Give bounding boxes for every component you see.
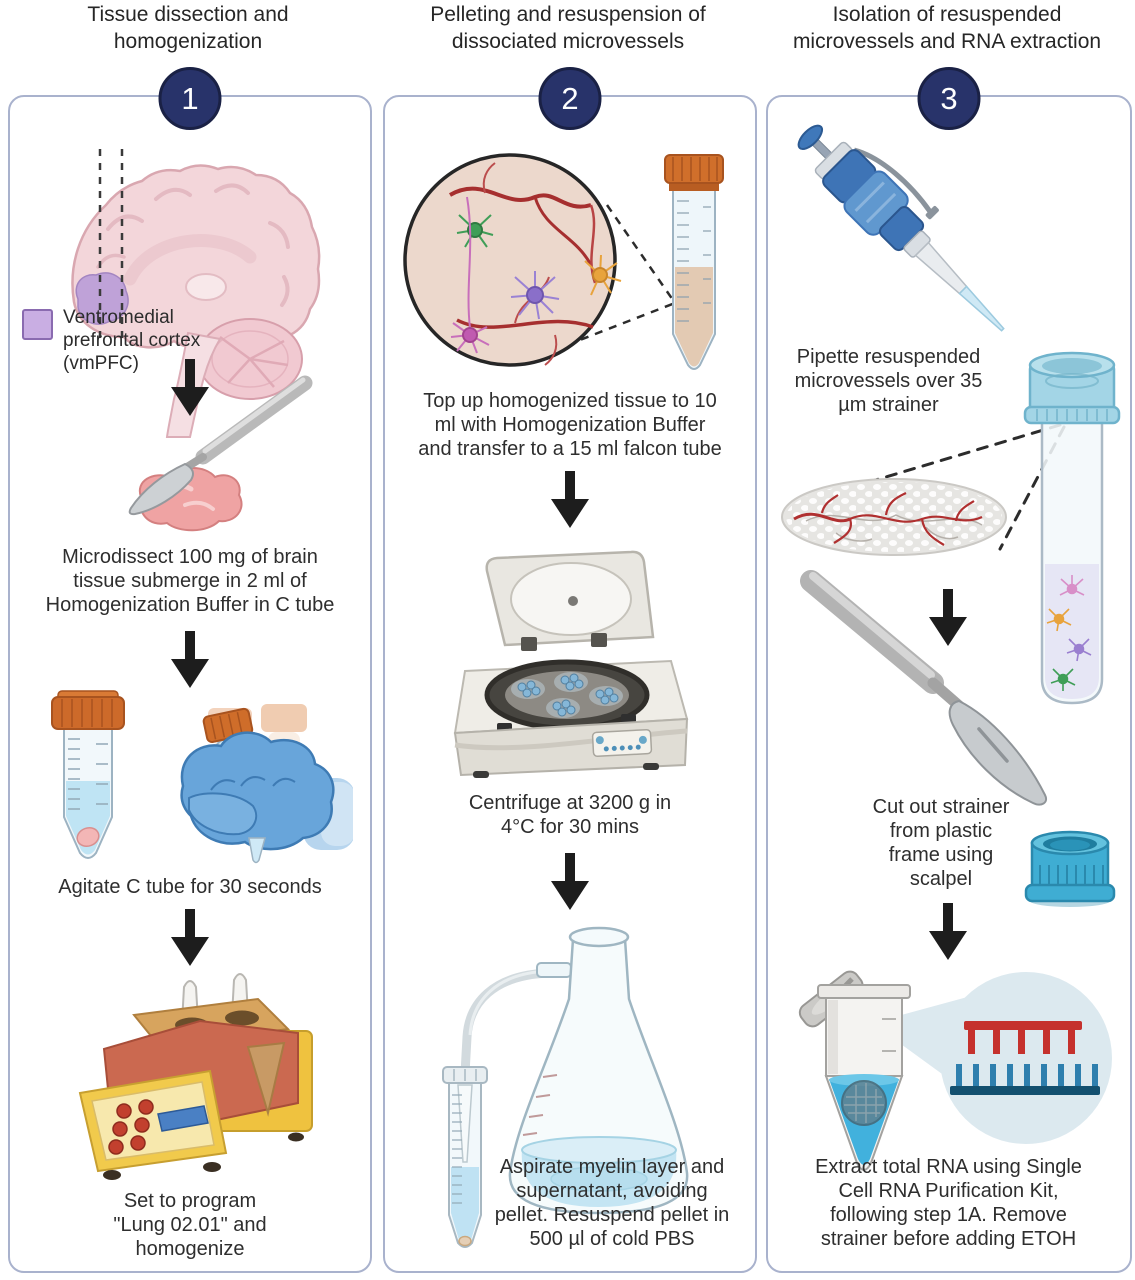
panel-step-2: 2 bbox=[383, 67, 757, 1273]
caption-homogenize: Set to program "Lung 02.01" and homogeni… bbox=[113, 1190, 267, 1260]
agitate-illustration bbox=[51, 690, 353, 864]
caption-agitate: Agitate C tube for 30 seconds bbox=[58, 876, 322, 898]
step-1-badge: 1 bbox=[158, 67, 222, 130]
dissection-dashed-lines bbox=[98, 149, 124, 342]
aspiration-flask-illustration bbox=[442, 926, 689, 1248]
micropipette-icon bbox=[797, 124, 1005, 332]
down-arrow-icon bbox=[548, 471, 592, 529]
strainer-cap-illustration bbox=[1024, 830, 1116, 907]
falcon-tube-15ml-icon bbox=[664, 154, 724, 370]
caption-top-up: Top up homogenized tissue to 10 ml with … bbox=[418, 390, 722, 460]
cell-astrocyte-purple bbox=[510, 271, 560, 320]
gloved-hand-icon bbox=[180, 704, 353, 864]
captured-microvessels bbox=[793, 492, 983, 546]
step-3-badge: 3 bbox=[917, 67, 981, 130]
column-2-title: Pelleting and resuspension of dissociate… bbox=[430, 3, 706, 53]
step-2-badge: 2 bbox=[538, 67, 602, 130]
erlenmeyer-flask-icon bbox=[508, 926, 689, 1215]
scalpel-and-tissue-illustration bbox=[128, 375, 313, 532]
caption-centrifuge: Centrifuge at 3200 g in 4°C for 30 mins bbox=[468, 792, 672, 838]
eppendorf-rna-illustration bbox=[798, 970, 1112, 1171]
console-buttons bbox=[108, 1099, 154, 1155]
strainer-mesh-illustration bbox=[781, 478, 1007, 556]
cell-orange bbox=[584, 254, 622, 296]
eppendorf-tube-icon bbox=[798, 970, 911, 1171]
c-tube-icon bbox=[51, 690, 125, 859]
scalpel-icon bbox=[128, 375, 313, 516]
panel-step-1: 1 bbox=[8, 67, 372, 1273]
micropipette-illustration bbox=[797, 124, 1005, 332]
brain-vmpfc-illustration bbox=[71, 149, 321, 438]
collection-tube-icon bbox=[442, 1066, 488, 1248]
vmpfc-region bbox=[75, 272, 129, 325]
brain-icon bbox=[71, 164, 321, 438]
down-arrow-icon bbox=[926, 903, 970, 961]
console-display bbox=[157, 1105, 209, 1132]
centrifuge-illustration bbox=[453, 550, 689, 778]
down-arrow-icon bbox=[168, 359, 212, 417]
homogenizer-illustration bbox=[78, 973, 313, 1180]
microscope-field bbox=[403, 153, 617, 367]
panel-step-3: 3 Pipette resuspended microvessels over … bbox=[766, 67, 1132, 1273]
caption-aspirate: Aspirate myelin layer and supernatant, a… bbox=[494, 1156, 730, 1250]
column-3-title: Isolation of resuspended microvessels an… bbox=[792, 3, 1102, 53]
cell-magenta bbox=[450, 196, 490, 354]
caption-microdissect: Microdissect 100 mg of brain tissue subm… bbox=[45, 546, 335, 616]
rna-strands-icon bbox=[950, 1021, 1100, 1095]
scalpel-icon bbox=[800, 570, 1047, 806]
down-arrow-icon bbox=[168, 909, 212, 967]
microvessels-magnified-illustration bbox=[403, 153, 724, 370]
caption-pipette: Pipette resuspended microvessels over 35… bbox=[794, 346, 983, 416]
strainer-cap-on-tube bbox=[1023, 351, 1121, 425]
vmpfc-legend: Ventromedial prefrontal cortex (vmPFC) bbox=[22, 307, 222, 375]
column-1-title: Tissue dissection and homogenization bbox=[87, 3, 289, 53]
isolated-cells bbox=[1046, 575, 1092, 691]
cut-strainer-in-tube bbox=[841, 1080, 887, 1126]
centrifuge-control-panel bbox=[591, 728, 653, 758]
strainer-capped-tube-illustration bbox=[1023, 351, 1121, 705]
down-arrow-icon bbox=[926, 589, 970, 647]
rotor-tubes bbox=[511, 672, 623, 718]
rna-magnifier-circle bbox=[940, 972, 1112, 1144]
caption-extract-rna: Extract total RNA using Single Cell RNA … bbox=[815, 1156, 1082, 1250]
vmpfc-legend-swatch bbox=[22, 309, 53, 340]
scalpel-illustration bbox=[800, 570, 1047, 806]
caption-cut-strainer: Cut out strainer from plastic frame usin… bbox=[872, 796, 1010, 890]
down-arrow-icon bbox=[168, 631, 212, 689]
vmpfc-legend-label: Ventromedial prefrontal cortex (vmPFC) bbox=[63, 307, 201, 374]
aspiration-hose bbox=[460, 968, 550, 1082]
zoom-dashed-lines bbox=[566, 204, 677, 347]
down-arrow-icon bbox=[548, 853, 592, 911]
